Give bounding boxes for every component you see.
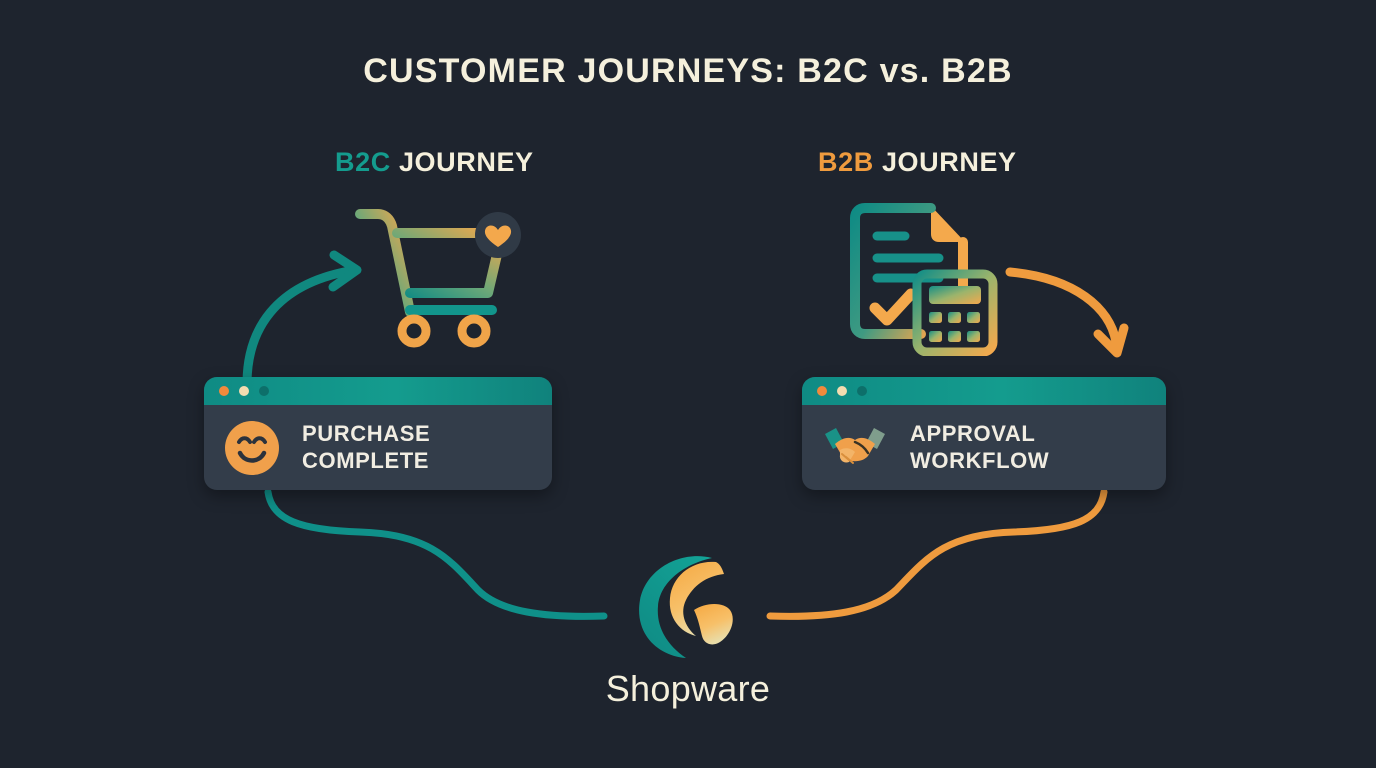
card-label-line-2: COMPLETE — [302, 447, 430, 473]
journey-card-b2b[interactable]: APPROVAL WORKFLOW — [802, 377, 1166, 490]
page-title: CUSTOMER JOURNEYS: B2C vs. B2B — [363, 52, 1013, 90]
heart-icon — [475, 212, 521, 258]
b2c-journey-word: JOURNEY — [398, 147, 534, 177]
card-body-b2b: APPROVAL WORKFLOW — [802, 405, 1166, 490]
b2c-outbound-curve — [264, 488, 608, 620]
card-titlebar-b2b — [802, 377, 1166, 405]
card-label-line-1: PURCHASE — [302, 420, 431, 446]
handshake-icon — [825, 427, 885, 464]
window-dot-minimize[interactable] — [239, 386, 249, 396]
window-dot-minimize[interactable] — [837, 386, 847, 396]
b2b-outbound-curve — [766, 488, 1108, 620]
card-titlebar-b2c — [204, 377, 552, 405]
window-dot-close[interactable] — [219, 386, 229, 396]
b2c-inbound-arrow-icon — [242, 250, 362, 389]
b2c-tag: B2C — [335, 147, 391, 177]
card-label-b2b: APPROVAL WORKFLOW — [910, 421, 1049, 475]
document-calculator-icon — [850, 203, 998, 356]
calculator-icon — [912, 269, 998, 356]
b2b-journey-word: JOURNEY — [881, 147, 1017, 177]
b2b-inbound-arrow-icon — [1005, 267, 1129, 358]
window-dot-close[interactable] — [817, 386, 827, 396]
b2b-tag: B2B — [818, 147, 874, 177]
column-header-b2b: B2B JOURNEY — [818, 147, 1017, 178]
window-dot-maximize[interactable] — [259, 386, 269, 396]
shopware-logo-icon — [639, 556, 733, 658]
smiley-face-icon — [225, 420, 279, 475]
brand-name: Shopware — [605, 668, 771, 709]
card-body-b2c: PURCHASE COMPLETE — [204, 405, 552, 490]
card-label-line-1: APPROVAL — [910, 420, 1036, 446]
card-label-line-2: WORKFLOW — [910, 447, 1050, 473]
shopping-cart-icon — [355, 209, 521, 348]
journey-card-b2c[interactable]: PURCHASE COMPLETE — [204, 377, 552, 490]
card-label-b2c: PURCHASE COMPLETE — [302, 421, 430, 475]
column-header-b2c: B2C JOURNEY — [335, 147, 534, 178]
window-dot-maximize[interactable] — [857, 386, 867, 396]
